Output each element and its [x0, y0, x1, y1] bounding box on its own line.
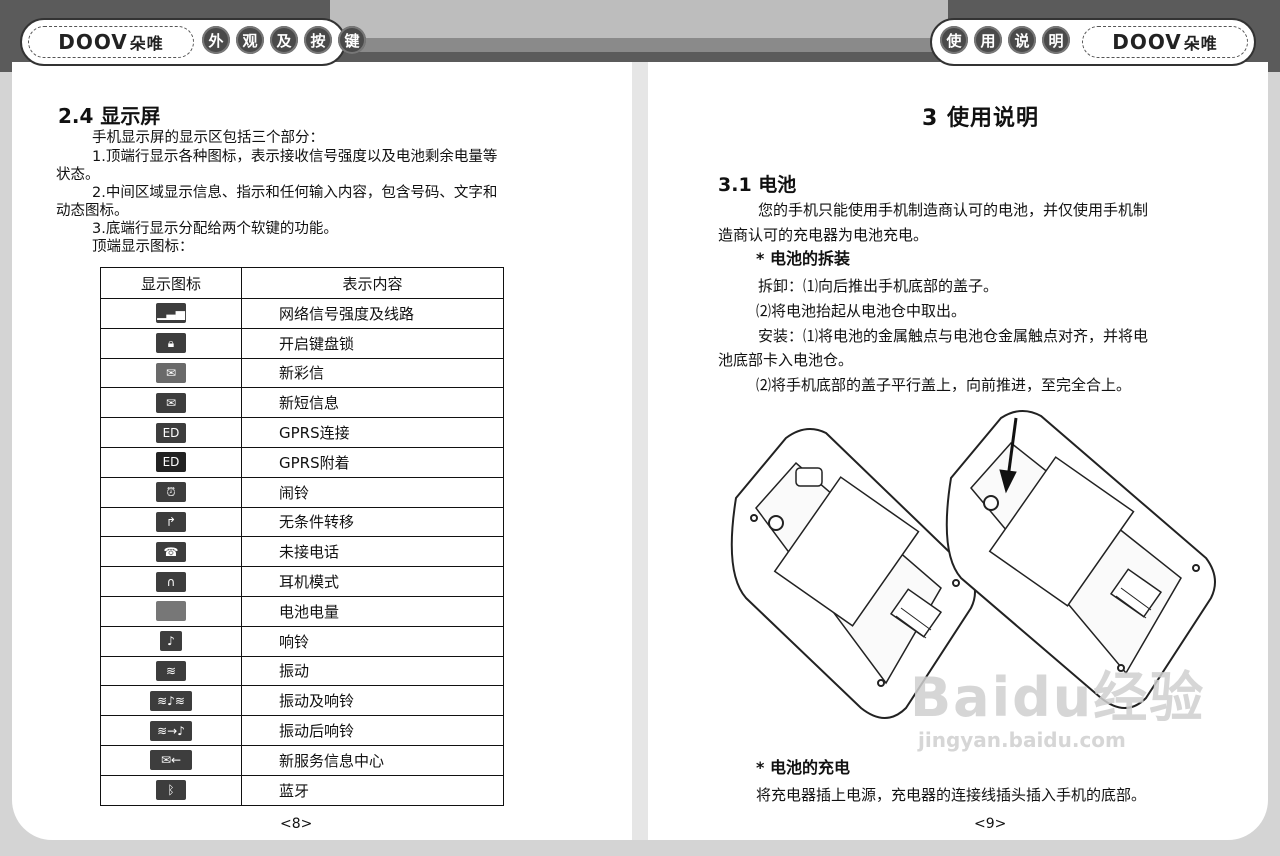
install-step-1-cont: 池底部卡入电池仓。 [718, 351, 854, 369]
table-row: ✉← 新服务信息中心 [100, 744, 504, 776]
section-char: 观 [236, 26, 264, 54]
table-row: ED GPRS连接 [100, 417, 504, 448]
table-row: ≋→♪ 振动后响铃 [100, 715, 504, 746]
section-char: 用 [974, 26, 1002, 54]
battery-illustration [730, 410, 1216, 719]
section-char: 使 [940, 26, 968, 54]
page-number-right: <9> [974, 816, 1007, 832]
section-heading-display: 2.4 显示屏 [58, 104, 161, 128]
vibrate-then-ring-icon: ≋→♪ [150, 720, 192, 741]
charge-text: 将充电器插上电源，充电器的连接线插头插入手机的底部。 [756, 786, 1147, 804]
section-char: 说 [1008, 26, 1036, 54]
header-center-strip [330, 38, 948, 52]
section-char: 明 [1042, 26, 1070, 54]
table-col-meaning: 表示内容 [241, 267, 504, 299]
display-item-1-cont: 状态。 [56, 167, 100, 183]
section-char: 及 [270, 26, 298, 54]
table-header-row: 显示图标 表示内容 [100, 267, 504, 299]
table-row: ▁▃▅ 网络信号强度及线路 [100, 298, 504, 329]
chapter-title: 3 使用说明 [922, 106, 1039, 131]
headset-icon: ∩ [156, 571, 186, 592]
page-gutter [632, 62, 648, 840]
table-row: ♪ 响铃 [100, 625, 504, 657]
remove-step-1: 拆卸：⑴向后推出手机底部的盖子。 [758, 277, 999, 295]
gprs-attached-icon: ED [156, 452, 186, 473]
sms-envelope-icon: ✉ [156, 392, 186, 413]
table-row: ᛒ 蓝牙 [100, 774, 504, 806]
missed-call-icon: ☎ [156, 541, 186, 562]
install-step-1: 安装：⑴将电池的金属触点与电池仓金属触点对齐，并将电 [758, 327, 1149, 345]
display-item-2-cont: 动态图标。 [56, 203, 129, 219]
table-row: ⏰︎ 闹铃 [100, 476, 504, 508]
table-row: ∩ 耳机模式 [100, 566, 504, 597]
down-arrow-icon [999, 417, 1018, 494]
battery-para-1: 您的手机只能使用手机制造商认可的电池，并仅使用手机制 [758, 201, 1149, 219]
lock-icon: 🔒︎ [156, 333, 186, 354]
table-row: ≋♪≋ 振动及响铃 [100, 685, 504, 717]
page-number-left: <8> [280, 816, 313, 832]
gprs-connected-icon: ED [156, 422, 186, 443]
section-char: 按 [304, 26, 332, 54]
remove-step-2: ⑵将电池抬起从电池仓中取出。 [756, 302, 967, 320]
call-forward-icon: ↱ [156, 511, 186, 532]
table-row: 🔒︎ 开启键盘锁 [100, 327, 504, 359]
mms-envelope-icon: ✉ [156, 362, 186, 383]
install-step-2: ⑵将手机底部的盖子平行盖上，向前推进，至完全合上。 [756, 376, 1132, 394]
phone-illustration-right [945, 410, 1216, 709]
display-intro: 手机显示屏的显示区包括三个部分： [92, 130, 324, 146]
section-char: 键 [338, 26, 366, 54]
signal-icon: ▁▃▅ [156, 303, 186, 324]
display-item-3: 3.底端行显示分配给两个软键的功能。 [92, 221, 338, 237]
section-char: 外 [202, 26, 230, 54]
bluetooth-icon: ᛒ [156, 780, 186, 801]
display-item-2: 2.中间区域显示信息、指示和任何输入内容，包含号码、文字和 [92, 185, 498, 201]
table-row: 电池电量 [100, 595, 504, 627]
table-row: ✉ 新短信息 [100, 387, 504, 419]
table-col-icon: 显示图标 [100, 267, 242, 299]
icon-table: 显示图标 表示内容 ▁▃▅ 网络信号强度及线路 🔒︎ 开启键盘锁 ✉ 新彩信 ✉… [100, 267, 504, 806]
header-center-panel [330, 0, 948, 38]
battery-para-1-cont: 造商认可的充电器为电池充电。 [718, 226, 929, 244]
section-title-right: 使 用 说 明 [940, 26, 1070, 54]
table-row: ☎ 未接电话 [100, 536, 504, 568]
section-heading-battery: 3.1 电池 [718, 174, 797, 196]
table-row: ≋ 振动 [100, 655, 504, 687]
vibrate-icon: ≋ [156, 660, 186, 681]
install-heading: * 电池的拆装 [756, 249, 850, 268]
table-row: ↱ 无条件转移 [100, 506, 504, 538]
table-row: ✉ 新彩信 [100, 357, 504, 389]
display-item-4: 顶端显示图标： [92, 239, 194, 255]
table-row: ED GPRS附着 [100, 446, 504, 478]
ring-icon: ♪ [160, 631, 182, 652]
display-item-1: 1.顶端行显示各种图标，表示接收信号强度以及电池剩余电量等 [92, 149, 498, 165]
phone-illustration-left [730, 428, 976, 719]
vibrate-ring-icon: ≋♪≋ [150, 690, 192, 711]
charge-heading: * 电池的充电 [756, 758, 850, 777]
battery-icon [156, 601, 186, 622]
alarm-clock-icon: ⏰︎ [156, 482, 186, 503]
service-message-icon: ✉← [150, 750, 192, 771]
right-page [648, 62, 1268, 840]
section-title-left: 外 观 及 按 键 [202, 26, 366, 54]
